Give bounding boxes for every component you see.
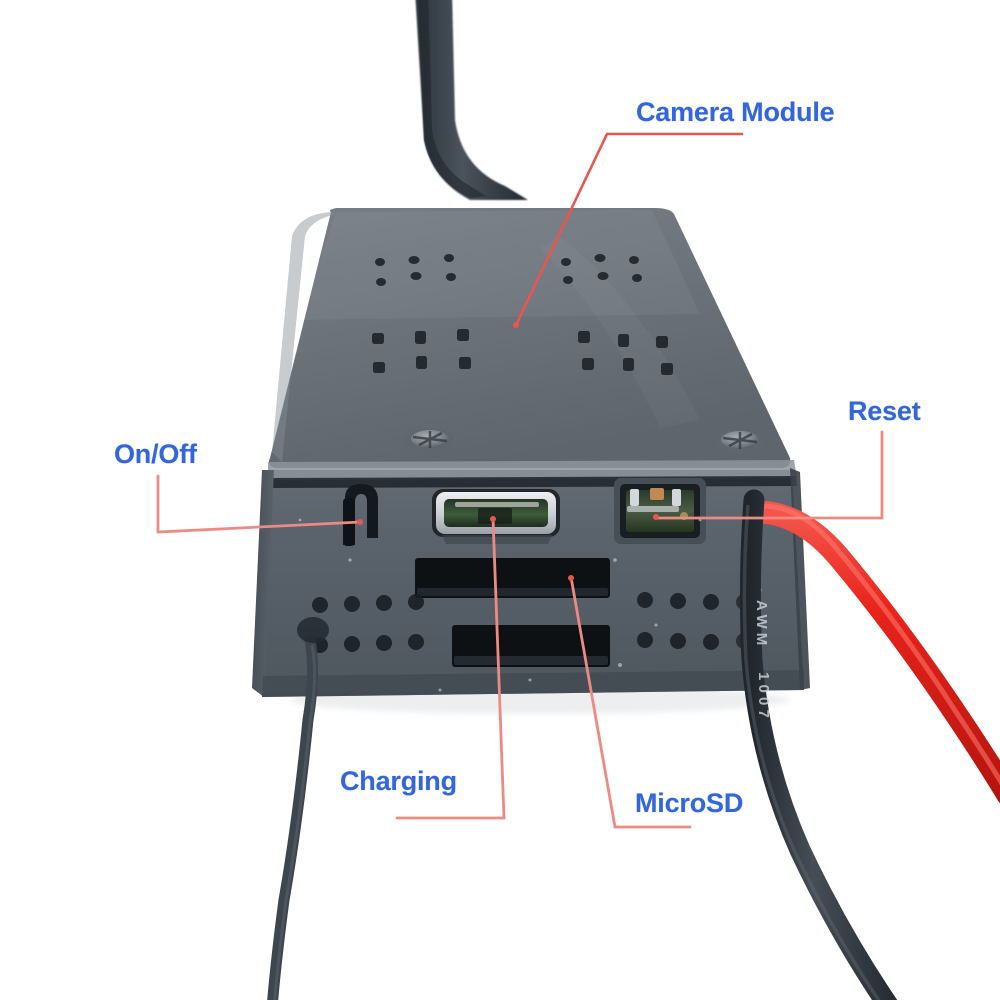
reset-port[interactable] — [614, 478, 706, 544]
svg-text:A W M: A W M — [753, 600, 770, 645]
wire-print-awm-1007: A W M 1 0 0 7 — [753, 600, 772, 718]
power-wire-black: A W M 1 0 0 7 — [739, 489, 898, 1000]
screw-left — [406, 428, 454, 452]
leader-microsd — [569, 575, 692, 829]
thin-cable-left — [267, 617, 329, 1000]
leader-on-off — [156, 474, 363, 534]
leader-charging — [395, 516, 506, 820]
leader-camera-module — [514, 132, 744, 327]
housing-front-lip — [268, 460, 797, 480]
housing-top-face — [268, 208, 791, 468]
usb-port[interactable] — [432, 489, 560, 544]
vent-holes-top-right — [561, 254, 673, 375]
label-camera-module: Camera Module — [636, 97, 835, 127]
ribbon-cable-top — [415, 0, 528, 200]
leader-reset — [654, 430, 884, 520]
label-charging: Charging — [340, 766, 457, 796]
sd-slot-upper[interactable] — [415, 558, 610, 598]
label-reset: Reset — [848, 396, 921, 426]
label-microsd: MicroSD — [635, 788, 744, 818]
vent-holes-top-left — [372, 254, 471, 373]
screw-right — [716, 429, 764, 453]
power-wire-red — [745, 500, 1000, 804]
vent-holes-front-right — [637, 592, 752, 650]
label-on-off: On/Off — [114, 439, 197, 469]
leader-lines — [156, 132, 884, 829]
device-housing — [252, 208, 810, 714]
sd-slot-lower[interactable] — [452, 625, 610, 667]
svg-text:1 0 0 7: 1 0 0 7 — [755, 672, 772, 718]
